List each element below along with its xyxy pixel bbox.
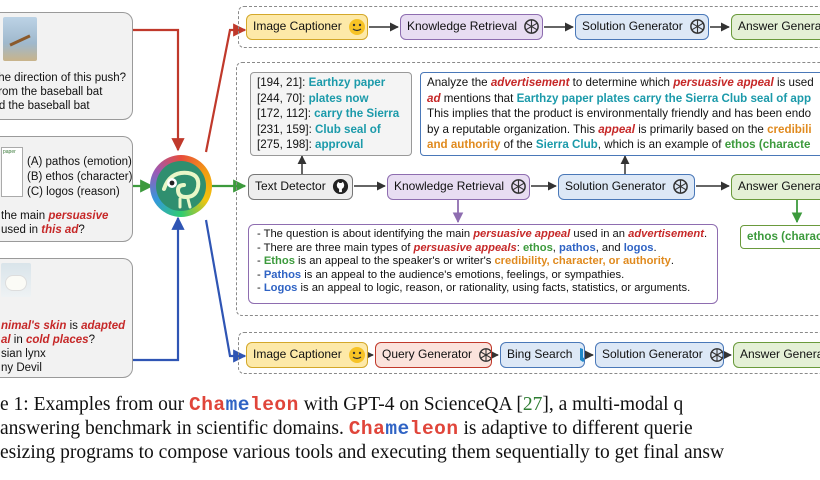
arrow-card3-to-chameleon — [133, 216, 185, 362]
knowledge-line: - There are three main types of persuasi… — [257, 241, 657, 254]
ad-image: paper — [1, 147, 23, 197]
chameleon-logo — [150, 155, 212, 217]
row3-image-captioner: Image Captioner — [246, 342, 368, 368]
chameleon-wordmark: Chameleon — [348, 418, 459, 440]
row3-answer-generator: Answer Genera — [733, 342, 820, 368]
knowledge-box: - The question is about identifying the … — [248, 224, 718, 304]
row3-query-generator: Query Generator — [375, 342, 492, 368]
chameleon-wordmark: Chameleon — [189, 394, 299, 416]
option-line: from the baseball bat — [0, 86, 103, 98]
openai-icon — [479, 347, 491, 362]
question-line: nimal's skin is adapted — [1, 320, 126, 332]
option-line: (B) ethos (character) — [27, 171, 133, 183]
row2-knowledge-retrieval: Knowledge Retrieval — [387, 174, 530, 200]
row3-program-frame — [238, 332, 820, 374]
knowledge-line: - Pathos is an appeal to the audience's … — [257, 268, 625, 281]
option-line: (A) pathos (emotion) — [27, 156, 132, 168]
question-line: used in this ad? — [1, 224, 85, 236]
openai-icon — [710, 347, 723, 362]
hugging-face-icon — [349, 18, 366, 35]
ocr-result-box: [194, 21]: Earthzy paper [244, 70]: plat… — [250, 72, 412, 156]
baseball-image — [3, 17, 37, 61]
row2-answer-generator: Answer Generat — [731, 174, 820, 200]
arrow-chameleon-to-row3 — [204, 219, 247, 363]
row1-knowledge-retrieval: Knowledge Retrieval — [400, 14, 543, 40]
hugging-face-icon — [349, 346, 366, 363]
openai-icon — [690, 19, 705, 35]
option-line: (C) logos (reason) — [27, 186, 120, 198]
row2-text-detector: Text Detector — [248, 174, 353, 200]
figure-caption-line: esizing programs to compose various tool… — [0, 442, 725, 463]
bing-icon — [579, 347, 584, 362]
solution-line: and authority of the Sierra Club, which … — [427, 138, 811, 152]
polar-bear-image — [1, 263, 31, 297]
github-icon — [332, 179, 349, 195]
final-answer-box: ethos (charac — [740, 225, 820, 249]
question-line: the direction of this push? — [0, 72, 127, 84]
row2-program-frame — [236, 62, 820, 316]
ocr-line: [244, 70]: plates now — [257, 91, 369, 105]
row1-program-frame — [238, 6, 820, 48]
question-card-persuasive: paper (A) pathos (emotion) (B) ethos (ch… — [0, 136, 133, 242]
openai-icon — [673, 179, 688, 195]
row3-solution-generator: Solution Generator — [595, 342, 724, 368]
row1-solution-generator: Solution Generator — [575, 14, 709, 40]
ocr-line: [231, 159]: Club seal of — [257, 122, 381, 136]
openai-icon — [511, 179, 527, 195]
solution-line: Analyze the advertisement to determine w… — [427, 76, 814, 89]
question-card-baseball: the direction of this push? from the bas… — [0, 12, 133, 120]
ocr-line: [194, 21]: Earthzy paper — [257, 76, 386, 89]
question-line: the main persuasive — [1, 210, 109, 222]
arrow-chameleon-to-row1 — [204, 23, 247, 153]
solution-line: by a reputable organization. This appeal… — [427, 122, 812, 136]
figure-caption-line: e 1: Examples from our Chameleon with GP… — [0, 394, 684, 416]
question-card-animal: nimal's skin is adapted al in cold place… — [0, 258, 133, 378]
knowledge-line: - Ethos is an appeal to the speaker's or… — [257, 255, 674, 268]
ocr-line: [172, 112]: carry the Sierra — [257, 107, 400, 121]
option-line: sian lynx — [1, 348, 46, 360]
row3-bing-search: Bing Search — [500, 342, 585, 368]
row2-solution-generator: Solution Generator — [558, 174, 695, 200]
option-line: rd the baseball bat — [0, 100, 90, 112]
figure-caption-line: answering benchmark in scientific domain… — [0, 418, 693, 440]
ocr-line: [275, 198]: approval — [257, 138, 364, 152]
arrow-card1-to-chameleon — [133, 28, 185, 152]
ad-image-label: paper — [3, 149, 16, 155]
question-line: al in cold places? — [1, 334, 95, 346]
solution-explanation-box: Analyze the advertisement to determine w… — [420, 72, 820, 156]
knowledge-line: - The question is about identifying the … — [257, 228, 708, 240]
row1-image-captioner: Image Captioner — [246, 14, 368, 40]
option-line: ny Devil — [1, 362, 42, 374]
chameleon-icon — [156, 161, 206, 211]
row1-answer-generator: Answer Generat — [731, 14, 820, 40]
solution-line: ad mentions that Earthzy paper plates ca… — [427, 91, 812, 105]
citation-link[interactable]: 27 — [522, 394, 543, 415]
knowledge-line: - Logos is an appeal to logic, reason, o… — [257, 282, 691, 295]
openai-icon — [524, 19, 540, 35]
solution-line: This implies that the product is environ… — [427, 107, 812, 121]
